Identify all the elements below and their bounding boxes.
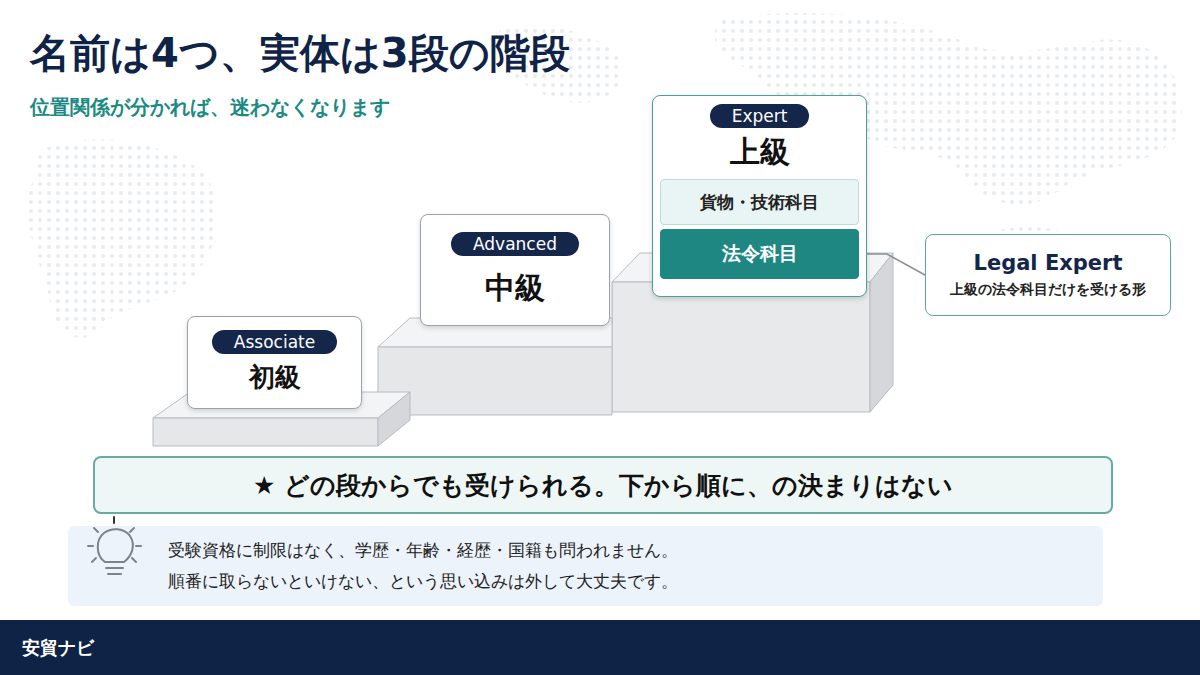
node-heading: Advanced (451, 232, 579, 256)
level-box: Associate 初級 (187, 316, 362, 409)
page-title: 名前は4つ、実体は3段の階段 (30, 26, 570, 81)
node-text: ★ どの段からでも受けられる。下から順に、の決まりはない (253, 469, 953, 502)
node-text: 法令科目 (722, 241, 798, 267)
node-text: 安貿ナビ (22, 636, 94, 660)
level-box: Advanced 中級 (420, 214, 610, 326)
level-box: Expert 上級貨物・技術科目法令科目 (652, 95, 867, 297)
node-heading: Associate (212, 330, 337, 354)
node-heading: Legal Expert (974, 251, 1123, 275)
node-text: 中級 (485, 268, 545, 309)
node-heading: 受験資格に制限はなく、学歴・年齢・経歴・国籍も問われません。 (168, 539, 678, 562)
callout-box: Legal Expert 上級の法令科目だけを受ける形 (925, 234, 1171, 316)
key-point-band: ★ どの段からでも受けられる。下から順に、の決まりはない (93, 456, 1113, 514)
node-text: 上級の法令科目だけを受ける形 (950, 281, 1146, 299)
tip-box: 受験資格に制限はなく、学歴・年齢・経歴・国籍も問われません。順番に取らないといけ… (68, 526, 1103, 606)
footer-band: 安貿ナビ (0, 620, 1200, 675)
subject-box: 貨物・技術科目 (660, 179, 859, 225)
node-text: 順番に取らないといけない、という思い込みは外して大丈夫です。 (168, 570, 678, 593)
subject-box: 法令科目 (660, 229, 859, 279)
node-text: 初級 (249, 360, 301, 395)
subtitle: 位置関係が分かれば、迷わなくなります (30, 94, 390, 121)
node-text: 貨物・技術科目 (700, 191, 819, 214)
world-map-dots (27, 13, 1182, 338)
leader-line (859, 254, 925, 275)
node-heading: Expert (710, 104, 810, 128)
node-text: 上級 (730, 132, 790, 173)
